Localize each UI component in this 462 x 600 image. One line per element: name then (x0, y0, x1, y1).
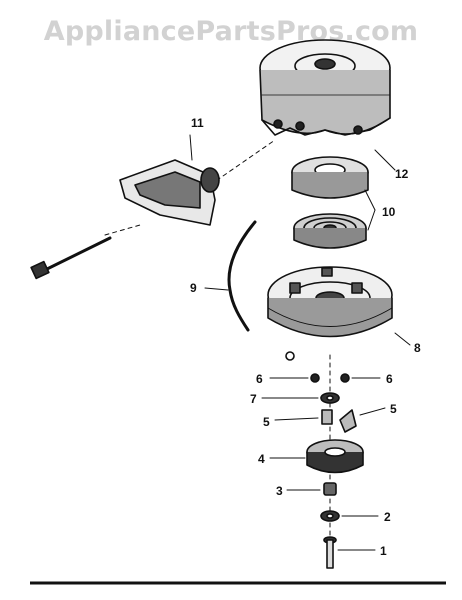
part-2-washer (320, 510, 340, 522)
callout-8: 8 (414, 341, 421, 355)
callout-5-right: 5 (390, 402, 397, 416)
callout-3: 3 (276, 484, 283, 498)
callout-labels: 11 12 10 9 8 6 6 7 5 5 4 3 2 1 (190, 116, 421, 558)
part-11-starter-handle (119, 134, 220, 226)
part-8-rope-pulley (267, 266, 393, 361)
handle-bolt (30, 236, 112, 280)
part-1-screw (323, 536, 337, 569)
part-12-starter-housing (259, 39, 391, 136)
leader-lines (204, 149, 411, 551)
part-7-washer (320, 392, 340, 404)
callout-1: 1 (380, 544, 387, 558)
callout-11: 11 (191, 116, 204, 130)
callout-5-left: 5 (263, 415, 270, 429)
callout-4: 4 (258, 452, 265, 466)
assembly-centerlines (104, 139, 331, 546)
part-5-pawls (321, 409, 357, 433)
callout-12: 12 (395, 167, 409, 181)
callout-7: 7 (250, 392, 257, 406)
part-10-recoil-spring (293, 213, 367, 249)
callout-6-left: 6 (256, 372, 263, 386)
watermark: AppliancePartsPros.com (43, 16, 419, 47)
part-4-retainer (306, 439, 364, 474)
callout-6-right: 6 (386, 372, 393, 386)
callout-10: 10 (382, 205, 396, 219)
part-6-small-parts (310, 373, 350, 383)
part-10-pulley (291, 156, 369, 199)
callout-2: 2 (384, 510, 391, 524)
part-9-starter-rope (227, 220, 257, 332)
callout-9: 9 (190, 281, 197, 295)
part-3-spacer (323, 482, 337, 496)
